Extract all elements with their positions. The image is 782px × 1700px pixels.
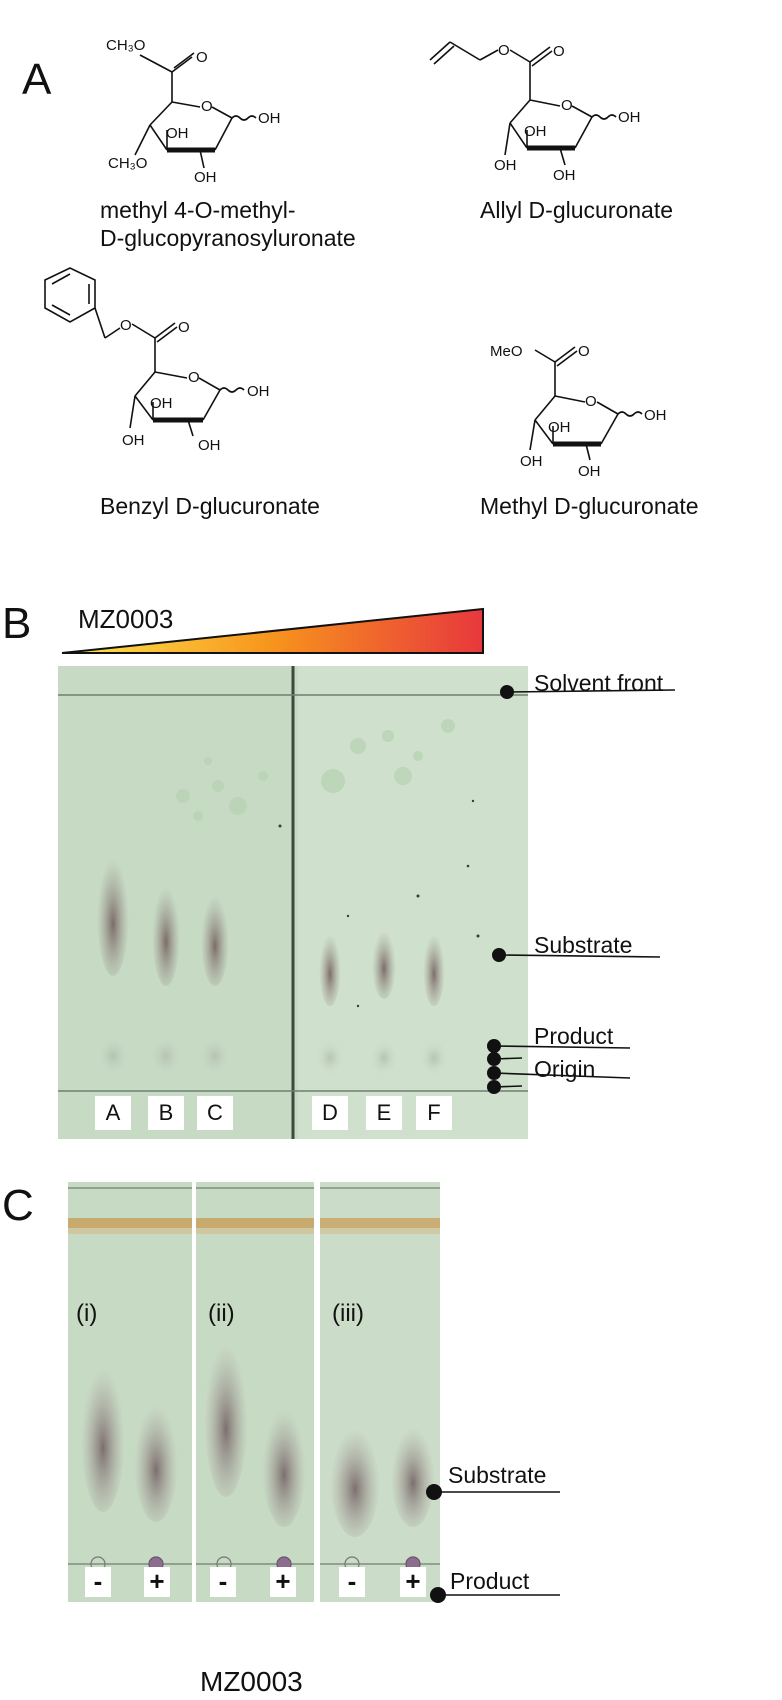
hydroxyl-label: OH [258, 110, 281, 127]
lane-label-a: A [95, 1096, 131, 1130]
hydroxyl-label: OH [578, 463, 601, 480]
hydroxyl-label: OH [520, 453, 543, 470]
structure-benzyl-glucuronate: O O O OH OH OH OH [44, 267, 270, 454]
lane-label-c: C [197, 1096, 233, 1130]
structure-allyl-glucuronate: O O O OH OH OH OH [429, 41, 641, 184]
ring-oxygen-label: O [585, 393, 597, 410]
compound-name-line: D-glucopyranosyluronate [100, 225, 356, 251]
compound-name-1: methyl 4-O-methyl- D-glucopyranosylurona… [100, 196, 356, 252]
lane-label-f: F [416, 1096, 452, 1130]
hydroxyl-label: OH [166, 125, 189, 142]
hydroxyl-label: OH [548, 419, 571, 436]
sign-plus: + [144, 1567, 170, 1597]
carbonyl-oxygen-label: O [196, 49, 208, 66]
compound-name-2: Allyl D-glucuronate [480, 197, 674, 223]
ester-oxygen-label: O [498, 42, 510, 59]
annotation-product-c: Product [450, 1568, 530, 1594]
carbonyl-oxygen-label: O [578, 343, 590, 360]
hydroxyl-label: OH [198, 437, 221, 454]
annotation-solvent-front: Solvent front [534, 670, 664, 696]
structure-methyl-4-o-methyl-glucuronate: CH₃O O O OH OH CH₃O OH [106, 37, 281, 186]
sign-minus: - [339, 1567, 365, 1597]
carbonyl-oxygen-label: O [553, 43, 565, 60]
annotation-origin: Origin [534, 1056, 596, 1082]
ring-oxygen-label: O [188, 369, 200, 386]
panel-c-letter: C [2, 1181, 34, 1230]
lane-label-e: E [366, 1096, 402, 1130]
hydroxyl-label: OH [494, 157, 517, 174]
hydroxyl-label: OH [122, 432, 145, 449]
lane-label-b: B [148, 1096, 184, 1130]
tlc-strip-i: (i) - + [68, 1182, 192, 1602]
panel-b-annotation-leaders [487, 685, 676, 1094]
annotation-substrate-c: Substrate [448, 1462, 547, 1488]
ring-oxygen-label: O [561, 97, 573, 114]
ester-oxygen-label: O [120, 317, 132, 334]
ring-oxygen-label: O [201, 98, 213, 115]
compound-name-3: Benzyl D-glucuronate [100, 493, 320, 519]
panel-c-annotation-leaders [426, 1484, 560, 1603]
strip-label-iii: (iii) [332, 1300, 364, 1327]
tlc-strip-ii-image [196, 1187, 314, 1572]
panel-c-bottom-label: MZ0003 [200, 1666, 303, 1697]
hydroxyl-label: OH [553, 167, 576, 184]
tlc-strip-ii: (ii) - + [196, 1182, 314, 1602]
gradient-label: MZ0003 [78, 604, 174, 634]
lane-label-d: D [312, 1096, 348, 1130]
annotation-product-b: Product [534, 1023, 614, 1049]
tlc-strip-i-image [68, 1187, 192, 1572]
ester-group-label: MeO [490, 343, 523, 360]
sign-plus: + [270, 1567, 296, 1597]
hydroxyl-label: OH [150, 395, 173, 412]
methoxy-group-label: CH₃O [108, 155, 147, 172]
panel-b-letter: B [2, 599, 32, 648]
tlc-plate-b: A B C D E F [58, 666, 528, 1139]
annotation-substrate-b: Substrate [534, 932, 633, 958]
hydroxyl-label: OH [247, 383, 270, 400]
sign-minus: - [85, 1567, 111, 1597]
strip-label-ii: (ii) [208, 1300, 235, 1327]
tlc-strip-iii-image [320, 1187, 440, 1572]
hydroxyl-label: OH [524, 123, 547, 140]
hydroxyl-label: OH [618, 109, 641, 126]
sign-plus: + [400, 1567, 426, 1597]
carbonyl-oxygen-label: O [178, 319, 190, 336]
panel-a-letter: A [22, 55, 52, 104]
enzyme-gradient-wedge [61, 607, 484, 654]
compound-name-4: Methyl D-glucuronate [480, 493, 699, 519]
sign-minus: - [210, 1567, 236, 1597]
strip-label-i: (i) [76, 1300, 98, 1327]
ester-group-label: CH₃O [106, 37, 145, 54]
tlc-strip-iii: (iii) - + [320, 1182, 440, 1602]
structure-methyl-glucuronate: MeO O O OH OH OH OH [490, 343, 667, 480]
hydroxyl-label: OH [644, 407, 667, 424]
tlc-plate-b-image [58, 666, 528, 1139]
compound-name-line: methyl 4-O-methyl- [100, 197, 296, 223]
hydroxyl-label: OH [194, 169, 217, 186]
